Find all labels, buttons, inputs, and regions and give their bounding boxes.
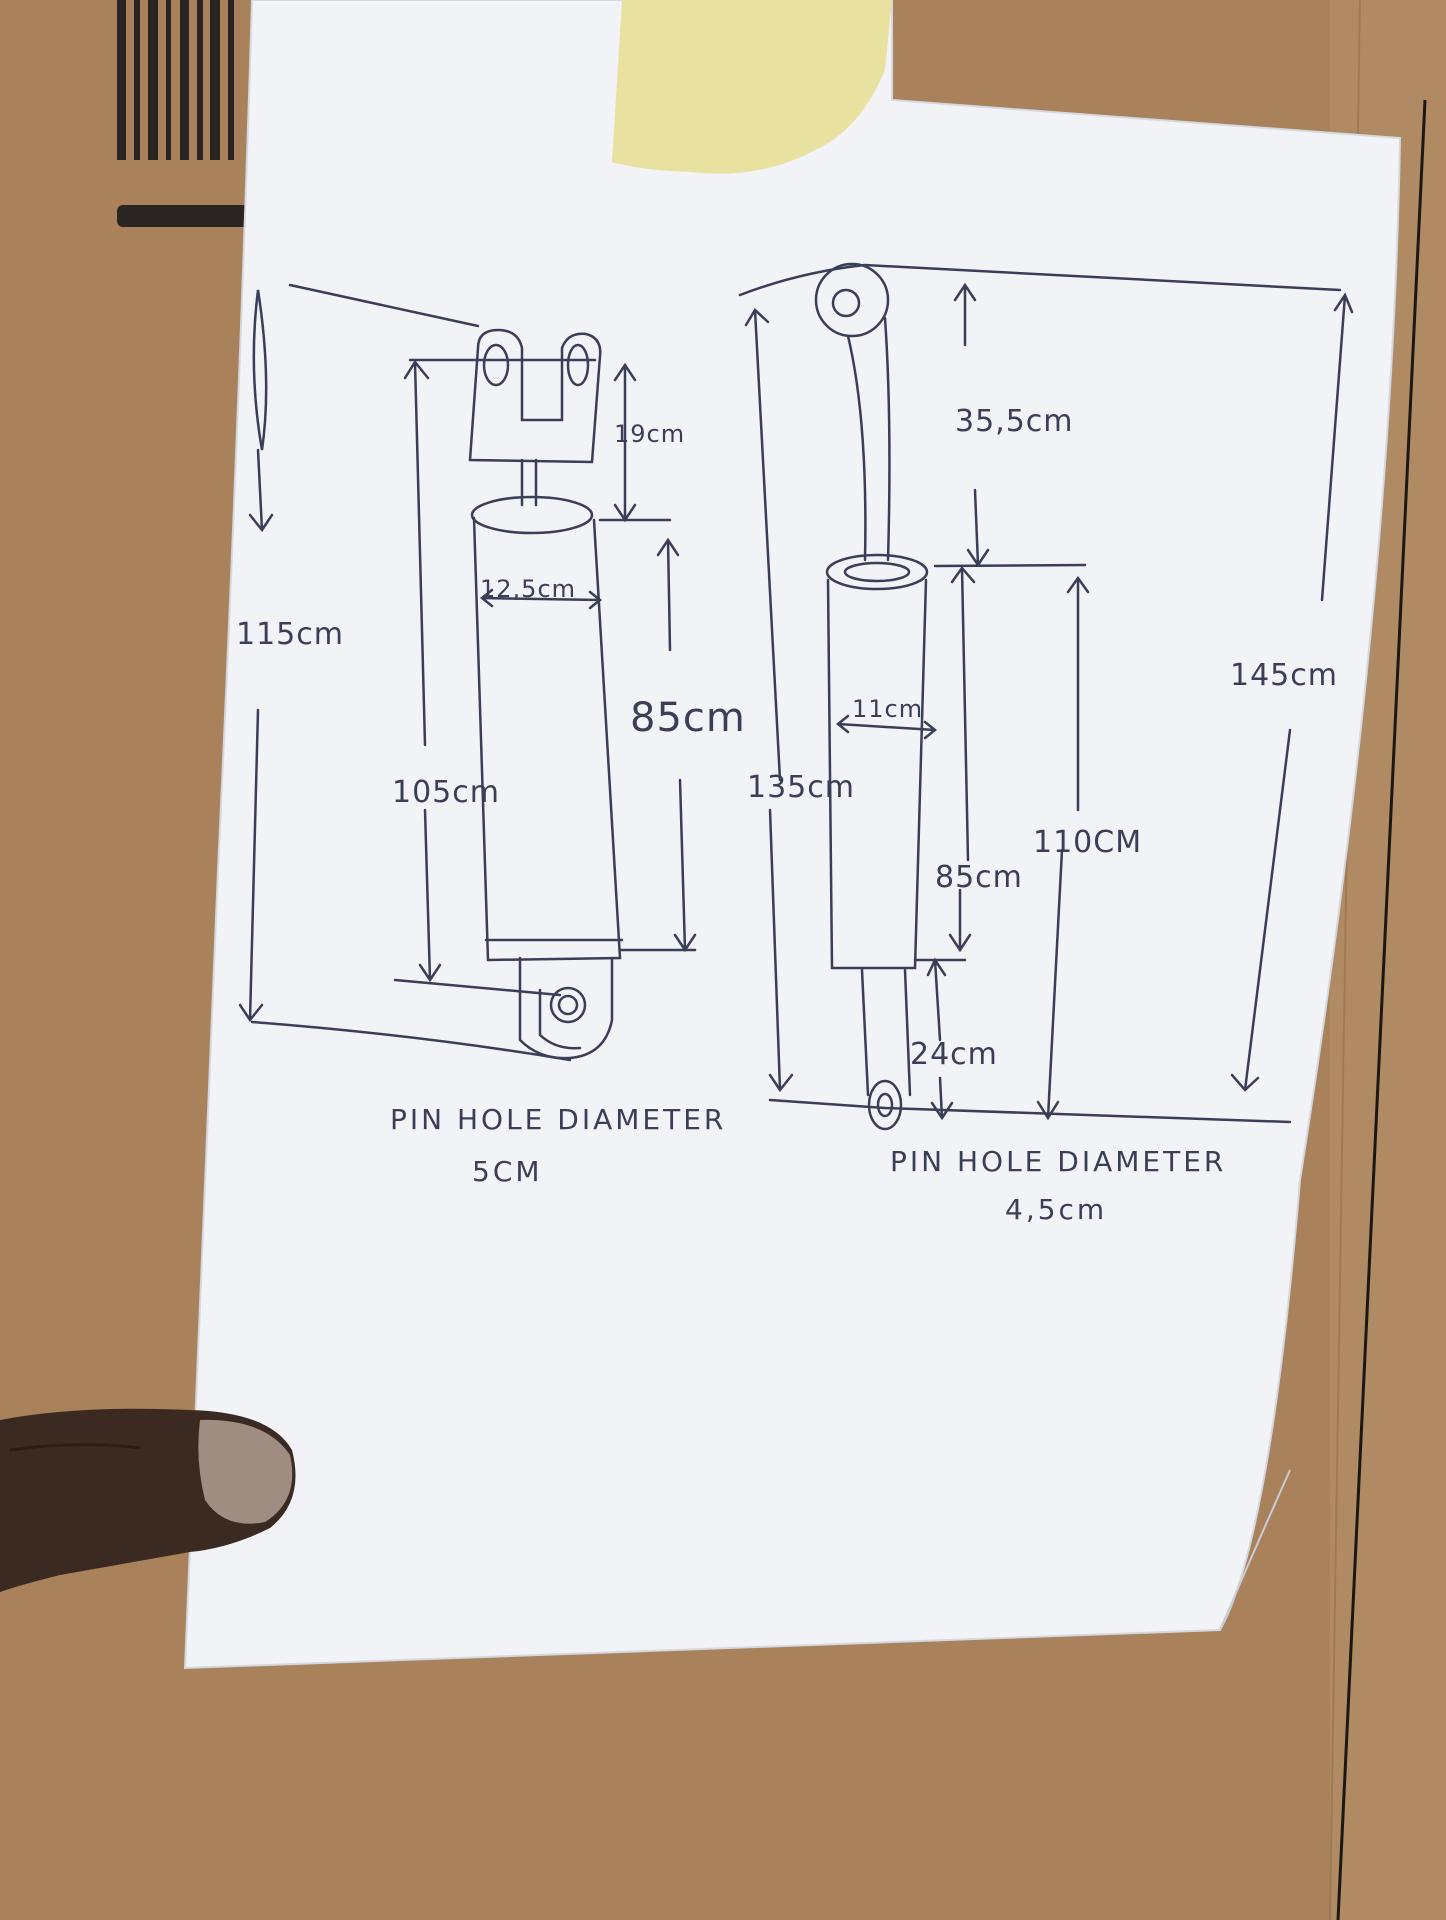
paper-sheet bbox=[183, 0, 1402, 1670]
right-rod-end-label: 24cm bbox=[910, 1037, 998, 1072]
right-pin-hole-label: PIN HOLE DIAMETER bbox=[890, 1145, 1227, 1178]
left-overall-length-label: 115cm bbox=[236, 617, 344, 652]
right-cylinder-drawing bbox=[738, 262, 1354, 1131]
barcode-icon bbox=[117, 0, 257, 227]
masking-tape-icon bbox=[612, 0, 892, 174]
left-cylinder-drawing bbox=[238, 283, 697, 1062]
right-rod-length-label: 35,5cm bbox=[955, 404, 1074, 439]
thumb-icon bbox=[0, 1408, 296, 1592]
left-clevis-height-label: 19cm bbox=[614, 420, 686, 448]
right-pin-hole-value: 4,5cm bbox=[1005, 1193, 1108, 1226]
paper-curl bbox=[1219, 1469, 1291, 1631]
left-pin-hole-label: PIN HOLE DIAMETER bbox=[390, 1103, 727, 1136]
right-bore-label: 11cm bbox=[852, 695, 924, 723]
left-barrel-length-label: 85cm bbox=[630, 695, 746, 741]
left-pin-hole-value: 5CM bbox=[472, 1155, 543, 1188]
left-pin-to-pin-label: 105cm bbox=[392, 775, 500, 810]
left-bore-label: 12,5cm bbox=[480, 575, 577, 603]
right-total-length-label: 110CM bbox=[1033, 825, 1143, 860]
cardboard-seam bbox=[1336, 99, 1427, 1920]
right-barrel-length-label: 85cm bbox=[935, 860, 1023, 895]
right-overall-length-label: 145cm bbox=[1230, 658, 1338, 693]
right-pin-to-pin-label: 135cm bbox=[747, 770, 855, 805]
